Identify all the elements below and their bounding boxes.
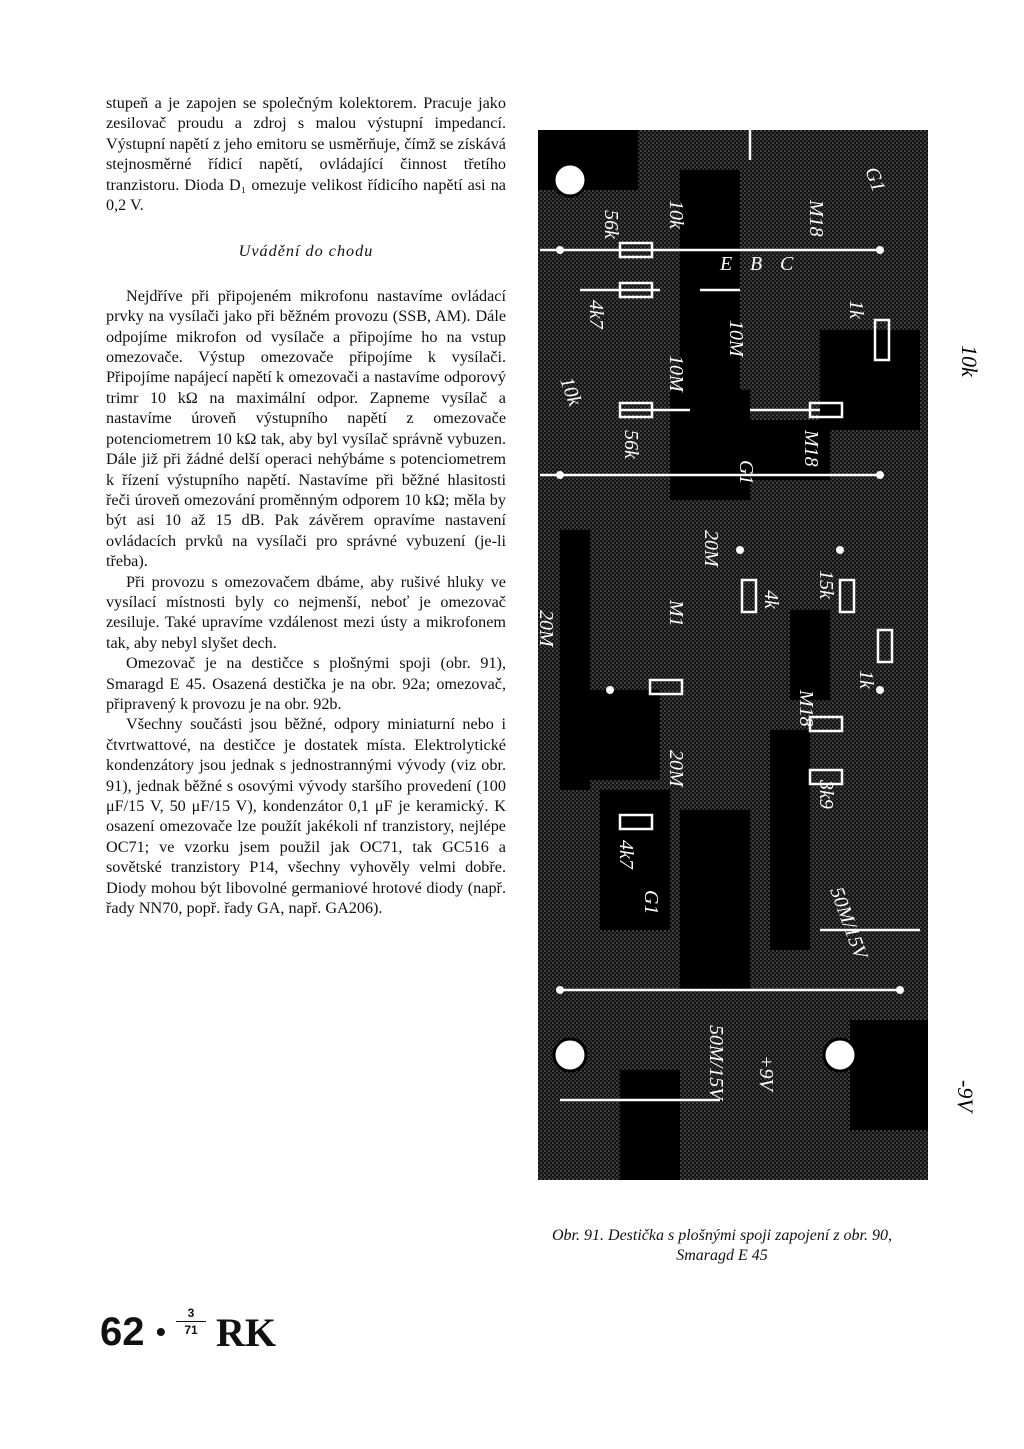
external-labels: 10k M1 -9V (953, 345, 1006, 1114)
pcb-label: 20M (665, 750, 687, 788)
pcb-label: 20M (700, 530, 722, 568)
pcb-label: M1 (665, 599, 687, 627)
pcb-label: 50M/15V (705, 1025, 727, 1102)
mounting-hole (552, 1037, 588, 1073)
magazine-logo: RK (216, 1310, 276, 1355)
section-heading: Uvádění do chodu (238, 242, 374, 261)
pcb-label: 4k7 (585, 300, 607, 330)
paragraph: Při provozu s omezovačem dbáme, aby ruši… (106, 572, 506, 652)
pcb-label: 10M (725, 320, 747, 358)
resistors (618, 241, 946, 831)
external-label: 10k (957, 345, 980, 378)
pcb-label: +9V (755, 1055, 777, 1093)
pcb-label: B (750, 253, 762, 275)
pcb-label: C (780, 253, 794, 275)
pcb-label: 20M (535, 610, 557, 648)
pcb-labels: 10k 56k M18 G1 4k7 10k 1k 56k M18 G1 20M… (535, 164, 889, 1102)
pcb-label: G1 (640, 890, 662, 914)
issue-number: 3 71 (176, 1306, 206, 1337)
pcb-label: 56k (620, 430, 642, 460)
pcb-label: 15k (815, 570, 837, 600)
mounting-hole (552, 162, 588, 198)
article-text: stupeň a je zapojen se společným kolekto… (106, 93, 506, 918)
paragraph: Omezovač je na destičce s plošnými spoji… (106, 654, 506, 713)
paragraph: Všechny součásti jsou běžné, odpory mini… (106, 715, 506, 918)
pcb-label: 1k (855, 670, 877, 690)
external-label: -9V (953, 1080, 978, 1114)
pcb-label: E (719, 253, 732, 275)
issue-bottom: 71 (184, 1323, 198, 1337)
pcb-label: 1k (845, 300, 867, 320)
copper-tracks (538, 130, 928, 1180)
paragraph: stupeň a je zapojen se společným kolekto… (106, 94, 506, 215)
pcb-label: 4k (760, 590, 782, 610)
pcb-drawing: 10k 56k M18 G1 4k7 10k 1k 56k M18 G1 20M… (535, 90, 1006, 1180)
footer-bullet: • (156, 1316, 166, 1347)
pcb-label: G1 (735, 460, 757, 484)
logo-text: RK (216, 1310, 276, 1355)
issue-top: 3 (187, 1306, 195, 1320)
pcb-label: 56k (600, 210, 622, 240)
pcb-label: M18 (795, 689, 817, 727)
mounting-hole (822, 1037, 858, 1073)
pcb-label: M18 (800, 429, 822, 467)
pads (556, 246, 904, 994)
paragraph: Nejdříve při připojeném mikrofonu nastav… (106, 286, 506, 571)
pcb-figure: 10k 56k M18 G1 4k7 10k 1k 56k M18 G1 20M… (520, 90, 1006, 1200)
pcb-label: 3k9 (815, 779, 837, 809)
pcb-label: 10M (665, 355, 687, 393)
component-overlay (540, 90, 980, 1102)
pcb-label: 10k (665, 200, 687, 230)
pcb-label: 4k7 (615, 840, 637, 870)
page-number: 62 (100, 1310, 145, 1354)
figure-caption: Obr. 91. Destička s plošnými spoji zapoj… (552, 1227, 892, 1264)
pcb-label: M18 (805, 199, 827, 237)
